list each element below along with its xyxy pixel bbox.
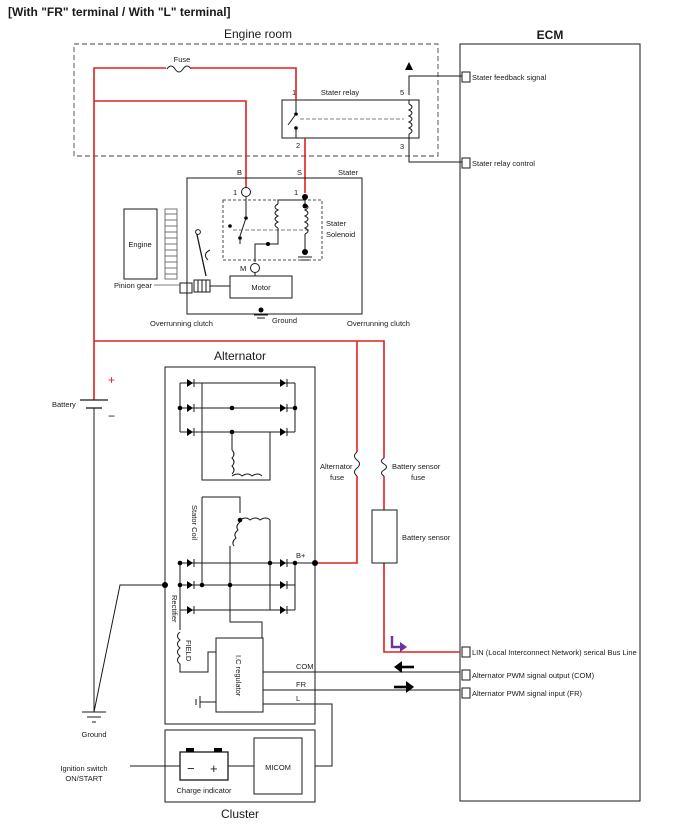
- stater-relay-box: [281, 99, 420, 139]
- battery-sensor-fuse-label-line2: fuse: [411, 473, 425, 482]
- alternator: Alternator Stator Coil: [162, 349, 460, 767]
- field-label: FIELD: [184, 640, 193, 662]
- starter-pin-s: 1: [294, 188, 298, 197]
- ecm-box: [459, 43, 641, 802]
- ecm-signal-pwm-in: Alternator PWM signal input (FR): [472, 689, 583, 698]
- signal-wiring: [405, 62, 462, 163]
- ecm-signal-stater-feedback: Stater feedback signal: [472, 73, 547, 82]
- ecm-signal-lin: LIN (Local Interconnect Network) serical…: [472, 648, 637, 657]
- overrunning-clutch-right: Overrunning clutch: [347, 319, 410, 328]
- engine-label: Engine: [128, 240, 151, 249]
- battery-label: Battery: [52, 400, 76, 409]
- cluster-title: Cluster: [221, 807, 259, 821]
- battery-sensor-fuse-label-line1: Battery sensor: [392, 462, 441, 471]
- battery-minus: −: [108, 409, 115, 423]
- diagram-title: [With "FR" terminal / With "L" terminal]: [8, 5, 231, 19]
- charge-indicator-label: Charge indicator: [176, 786, 232, 795]
- starter-assembly: Stater B S 1 1 Stater Solenoid M: [114, 168, 410, 328]
- relay-pin-5: 5: [400, 88, 404, 97]
- battery-sensor-box: [371, 509, 398, 564]
- relay-pin-3: 3: [400, 142, 404, 151]
- l-label: L: [296, 694, 300, 703]
- alternator-title: Alternator: [214, 349, 266, 363]
- motor-terminal-m: M: [240, 264, 246, 273]
- relay-pin-1: 1: [292, 88, 296, 97]
- battery: Battery + − Ground: [52, 373, 165, 739]
- battery-ground-label: Ground: [81, 730, 106, 739]
- starter-ground-label: Ground: [272, 316, 297, 325]
- relay-pin-2: 2: [296, 141, 300, 150]
- charge-indicator-minus: −: [187, 761, 195, 776]
- ic-regulator-box: [215, 637, 264, 713]
- solenoid-label-line2: Solenoid: [326, 230, 355, 239]
- engine-box: [123, 208, 158, 280]
- com-label: COM: [296, 662, 314, 671]
- micom-label: MICOM: [265, 763, 291, 772]
- ecm-signal-stater-relay-control: Stater relay control: [472, 159, 535, 168]
- overrunning-clutch-left: Overrunning clutch: [150, 319, 213, 328]
- battery-sensor-label: Battery sensor: [402, 533, 451, 542]
- engine-room-title: Engine room: [224, 27, 292, 41]
- starter-terminal-b: B: [237, 168, 242, 177]
- alternator-fuse-label-line2: fuse: [330, 473, 344, 482]
- ignition-switch-state: ON/START: [65, 774, 103, 783]
- starter-title: Stater: [338, 168, 359, 177]
- starter-terminal-s: S: [297, 168, 302, 177]
- stater-relay-title: Stater relay: [321, 88, 360, 97]
- ignition-switch-label: Ignition switch: [60, 764, 107, 773]
- fuse-symbol: [166, 65, 192, 73]
- battery-sensor-fuse-symbol: [381, 457, 387, 477]
- ecm-signal-pwm-out: Alternator PWM signal output (COM): [472, 671, 595, 680]
- alternator-box: [164, 366, 316, 725]
- fr-label: FR: [296, 680, 307, 689]
- engine-room: Engine room Fuse Stater relay 1 2 3 5: [73, 27, 439, 157]
- rectifier-label: Rectifier: [170, 595, 179, 623]
- alternator-fuse-label-line1: Alternator: [320, 462, 353, 471]
- pinion-gear-label: Pinion gear: [114, 281, 152, 290]
- b-plus-label: B+: [296, 551, 306, 560]
- fuse-label: Fuse: [174, 55, 191, 64]
- stator-coil-label: Stator Coil: [190, 505, 199, 540]
- motor-box: [229, 275, 293, 299]
- ic-regulator-label: I.C regulator: [234, 655, 243, 697]
- battery-plus: +: [108, 373, 115, 387]
- power-wiring: [93, 67, 460, 653]
- starter-box: [186, 177, 363, 315]
- charge-indicator-plus: +: [210, 761, 218, 776]
- ecm-block: ECM Stater feedback signal Stater relay …: [459, 28, 641, 802]
- alternator-fuse-symbol: [354, 451, 360, 477]
- ecm-title: ECM: [537, 28, 564, 42]
- alternator-fuses: Alternator fuse Battery sensor fuse Batt…: [320, 451, 451, 564]
- solenoid-label-line1: Stater: [326, 219, 347, 228]
- cluster: Cluster MICOM − + Charge indicator Ignit…: [60, 729, 316, 821]
- motor-label: Motor: [251, 283, 271, 292]
- engine-room-boundary: [73, 43, 439, 157]
- starter-pin-b: 1: [233, 188, 237, 197]
